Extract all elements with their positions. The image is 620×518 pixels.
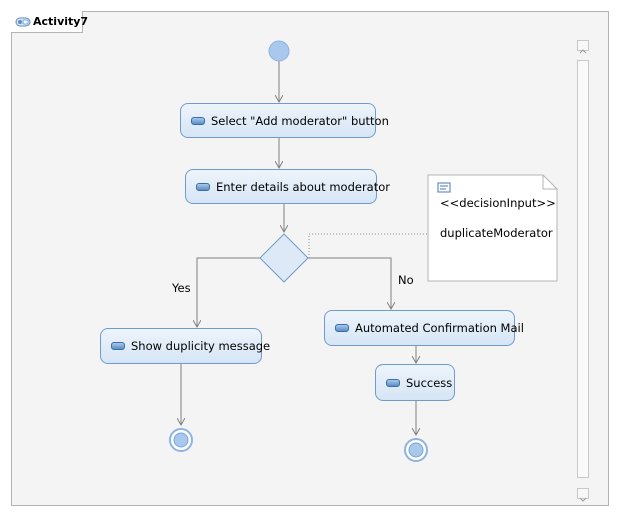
edge-label-yes: Yes (172, 281, 191, 295)
scroll-down-button[interactable] (577, 488, 589, 502)
note-stereotype: <<decisionInput>> (440, 196, 556, 210)
action-success[interactable]: Success (375, 364, 455, 401)
scroll-thumb[interactable] (577, 60, 589, 478)
note-shape (427, 174, 558, 282)
action-label: Success (406, 375, 453, 390)
final-node-right (404, 438, 428, 462)
activity-diagram-icon (15, 17, 31, 27)
decision-node (259, 233, 309, 283)
final-node-left (169, 428, 193, 452)
action-select-add-moderator[interactable]: Select "Add moderator" button (180, 103, 389, 138)
editor-tab[interactable]: Activity7 (11, 11, 88, 33)
tab-title: Activity7 (33, 15, 89, 28)
action-label: Enter details about moderator (216, 179, 390, 194)
action-icon (191, 116, 205, 125)
action-label: Automated Confirmation Mail (355, 321, 524, 335)
edge-label-no: No (398, 273, 414, 287)
chevron-up-icon (579, 49, 587, 54)
action-icon (335, 324, 349, 332)
initial-node (268, 40, 290, 62)
chevron-down-icon (579, 497, 587, 502)
edge-decision-no (308, 257, 391, 309)
scroll-up-button[interactable] (577, 40, 589, 54)
action-confirmation-mail[interactable]: Automated Confirmation Mail (324, 310, 524, 346)
action-icon (196, 182, 210, 191)
decision-input-note[interactable]: <<decisionInput>> duplicateModerator (428, 175, 557, 281)
note-text: duplicateModerator (440, 226, 553, 240)
note-anchor-line (308, 233, 428, 258)
action-icon (111, 342, 125, 350)
note-icon (437, 182, 451, 193)
vertical-scrollbar[interactable] (577, 40, 591, 502)
action-icon (386, 378, 400, 387)
action-show-duplicity[interactable]: Show duplicity message (100, 328, 270, 364)
action-label: Select "Add moderator" button (211, 113, 389, 128)
action-enter-details[interactable]: Enter details about moderator (185, 169, 390, 204)
edge-decision-yes (197, 257, 260, 327)
action-label: Show duplicity message (131, 339, 271, 353)
